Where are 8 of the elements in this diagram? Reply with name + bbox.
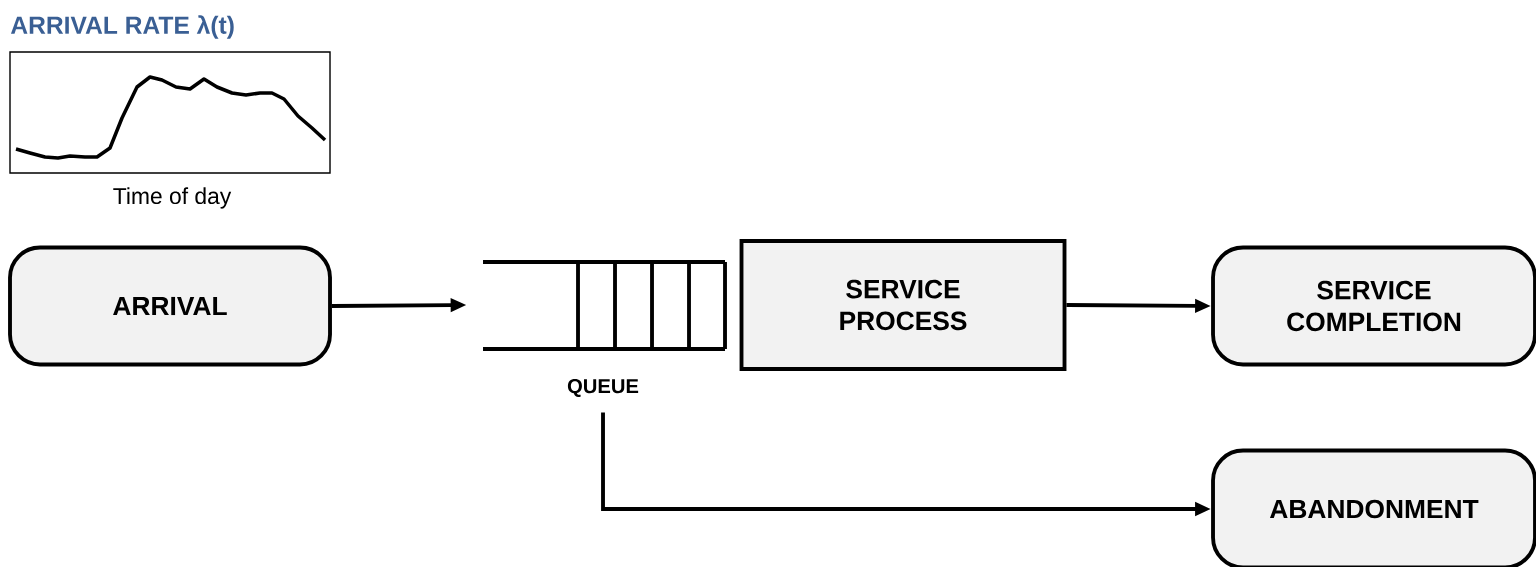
terminal-box: ABANDONMENT (1211, 448, 1536, 567)
terminal-box: ARRIVAL (8, 245, 332, 367)
process-box: SERVICE PROCESS (739, 239, 1067, 371)
queue-label: QUEUE (567, 378, 639, 398)
chart-title: ARRIVAL RATE λ(t) (10, 15, 234, 39)
axis-label: Time of day (113, 187, 232, 209)
queue-drawing (483, 260, 727, 351)
terminal-box: SERVICE COMPLETION (1211, 245, 1536, 367)
